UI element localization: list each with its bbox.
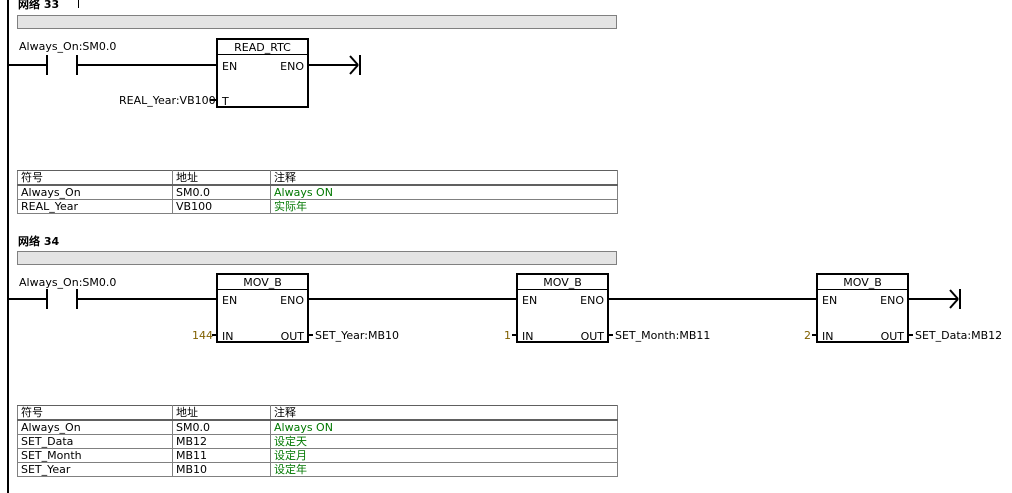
mov-b-block-1[interactable]: MOV_B EN ENO IN OUT bbox=[216, 273, 309, 343]
no-contact-always-on[interactable] bbox=[44, 288, 80, 310]
pin-out: OUT bbox=[580, 330, 604, 343]
in-value-2[interactable]: 1 bbox=[504, 329, 511, 342]
mov-b-block-2[interactable]: MOV_B EN ENO IN OUT bbox=[516, 273, 609, 343]
table-row: REAL_Year VB100 实际年 bbox=[17, 199, 618, 214]
pin-eno: ENO bbox=[280, 294, 304, 307]
pin-in: IN bbox=[522, 330, 534, 343]
table-row: SET_Month MB11 设定月 bbox=[17, 448, 618, 463]
network-34-title[interactable]: 网络 34 bbox=[18, 235, 60, 248]
cell-address: SM0.0 bbox=[172, 184, 271, 200]
in-value-3[interactable]: 2 bbox=[804, 329, 811, 342]
cell-symbol: SET_Data bbox=[17, 434, 173, 449]
cell-symbol: Always_On bbox=[17, 419, 173, 435]
block-title: MOV_B bbox=[543, 276, 582, 289]
in-value-1[interactable]: 144 bbox=[192, 329, 213, 342]
table-row: Always_On SM0.0 Always ON bbox=[17, 184, 618, 200]
block-title: MOV_B bbox=[843, 276, 882, 289]
out-operand-1[interactable]: SET_Year:MB10 bbox=[315, 329, 399, 342]
cell-address: MB12 bbox=[172, 434, 271, 449]
cell-comment: 设定月 bbox=[270, 448, 618, 463]
cell-address: MB10 bbox=[172, 462, 271, 477]
header-address: 地址 bbox=[172, 405, 271, 421]
header-comment: 注释 bbox=[270, 170, 618, 186]
pin-out: OUT bbox=[880, 330, 904, 343]
header-symbol: 符号 bbox=[17, 405, 173, 421]
cell-address: SM0.0 bbox=[172, 419, 271, 435]
block-title: MOV_B bbox=[243, 276, 282, 289]
contact-label[interactable]: Always_On:SM0.0 bbox=[19, 276, 117, 289]
table-header-row: 符号 地址 注释 bbox=[17, 405, 618, 421]
network-33-comment-bar[interactable] bbox=[17, 15, 617, 29]
t-operand[interactable]: REAL_Year:VB100 bbox=[119, 94, 216, 107]
pin-en: EN bbox=[522, 294, 538, 307]
pin-out: OUT bbox=[280, 330, 304, 343]
cell-symbol: Always_On bbox=[17, 184, 173, 200]
table-row: SET_Year MB10 设定年 bbox=[17, 462, 618, 477]
pin-eno: ENO bbox=[880, 294, 904, 307]
table-header-row: 符号 地址 注释 bbox=[17, 170, 618, 186]
out-operand-2[interactable]: SET_Month:MB11 bbox=[615, 329, 711, 342]
header-address: 地址 bbox=[172, 170, 271, 186]
cell-comment: 设定年 bbox=[270, 462, 618, 477]
cell-symbol: SET_Month bbox=[17, 448, 173, 463]
symbol-table-33: 符号 地址 注释 Always_On SM0.0 Always ON REAL_… bbox=[17, 170, 618, 214]
cell-address: VB100 bbox=[172, 199, 271, 214]
cell-address: MB11 bbox=[172, 448, 271, 463]
no-contact-always-on[interactable] bbox=[44, 54, 80, 76]
pin-in: IN bbox=[222, 330, 234, 343]
network-34-comment-bar[interactable] bbox=[17, 251, 617, 265]
network-33-title[interactable]: 网络 33 bbox=[18, 0, 60, 11]
pin-en: EN bbox=[222, 60, 238, 73]
symbol-table-34: 符号 地址 注释 Always_On SM0.0 Always ON SET_D… bbox=[17, 405, 618, 477]
header-comment: 注释 bbox=[270, 405, 618, 421]
contact-label[interactable]: Always_On:SM0.0 bbox=[19, 40, 117, 53]
block-title: READ_RTC bbox=[234, 41, 291, 54]
read-rtc-block[interactable]: READ_RTC EN ENO T bbox=[216, 38, 309, 108]
mov-b-block-3[interactable]: MOV_B EN ENO IN OUT bbox=[816, 273, 909, 343]
block-title-divider bbox=[518, 289, 607, 290]
pin-en: EN bbox=[222, 294, 238, 307]
block-title-divider bbox=[218, 54, 307, 55]
cell-comment: 实际年 bbox=[270, 199, 618, 214]
out-operand-3[interactable]: SET_Data:MB12 bbox=[915, 329, 1003, 342]
cell-comment: Always ON bbox=[270, 184, 618, 200]
left-power-rail bbox=[7, 0, 9, 493]
table-row: Always_On SM0.0 Always ON bbox=[17, 419, 618, 435]
pin-eno: ENO bbox=[280, 60, 304, 73]
cell-comment: Always ON bbox=[270, 419, 618, 435]
cell-comment: 设定天 bbox=[270, 434, 618, 449]
pin-t: T bbox=[222, 95, 229, 108]
pin-eno: ENO bbox=[580, 294, 604, 307]
table-row: SET_Data MB12 设定天 bbox=[17, 434, 618, 449]
block-title-divider bbox=[818, 289, 907, 290]
cell-symbol: REAL_Year bbox=[17, 199, 173, 214]
pin-in: IN bbox=[822, 330, 834, 343]
text-cursor bbox=[78, 0, 79, 8]
block-title-divider bbox=[218, 289, 307, 290]
cell-symbol: SET_Year bbox=[17, 462, 173, 477]
pin-en: EN bbox=[822, 294, 838, 307]
header-symbol: 符号 bbox=[17, 170, 173, 186]
